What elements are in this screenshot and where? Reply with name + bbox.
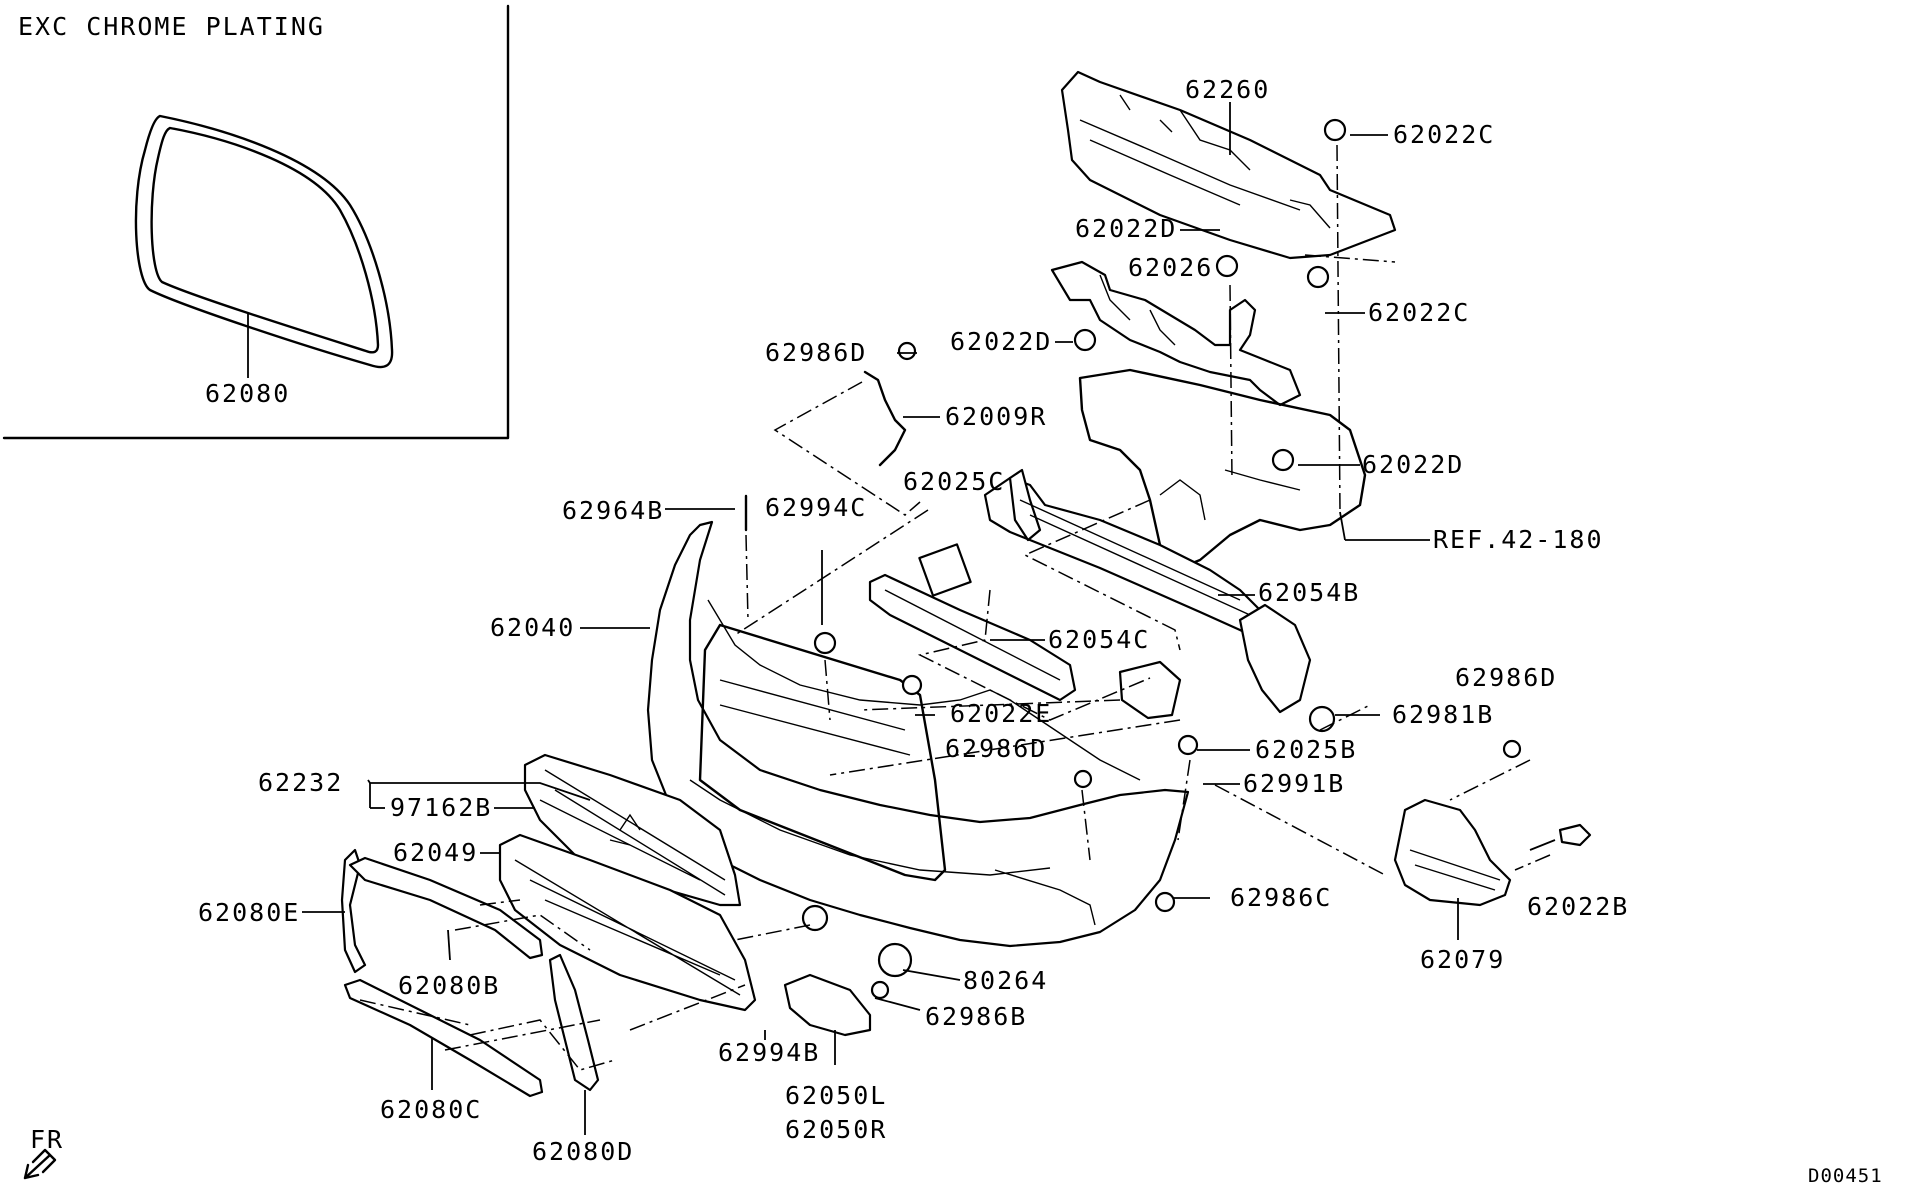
label-62040: 62040 — [490, 613, 575, 642]
inset-panel: EXC CHROME PLATING 62080 — [2, 4, 510, 440]
absorber-62025C — [918, 543, 972, 597]
label-62986B: 62986B — [925, 1002, 1027, 1031]
upper-shroud-62260 — [1060, 70, 1397, 260]
label-62054B: 62054B — [1258, 578, 1360, 607]
absorber-62025B — [1118, 660, 1182, 720]
label-62080B: 62080B — [398, 971, 500, 1000]
label-62080C: 62080C — [380, 1095, 482, 1124]
molding-62080B — [348, 856, 544, 960]
label-62050L: 62050L — [785, 1081, 887, 1110]
leader-lines — [302, 102, 1556, 1135]
label-62994B: 62994B — [718, 1038, 820, 1067]
side-bracket-62079 — [1393, 798, 1512, 907]
fr-arrow-icon — [23, 1148, 57, 1180]
label-62022C-b: 62022C — [1368, 298, 1470, 327]
front-orientation-marker: FR — [23, 1125, 64, 1180]
label-62022D-c: 62022D — [1362, 450, 1464, 479]
label-80264: 80264 — [963, 966, 1048, 995]
label-62986C: 62986C — [1230, 883, 1332, 912]
label-ref: REF.42-180 — [1433, 525, 1604, 554]
label-62025C: 62025C — [903, 467, 1005, 496]
reinforcement-62054C — [868, 573, 1077, 702]
drawing-id: D00451 — [1808, 1165, 1883, 1187]
lower-grille-62049 — [498, 833, 757, 1012]
inset-part-label: 62080 — [205, 379, 290, 408]
label-62080D: 62080D — [532, 1137, 634, 1166]
label-62009R: 62009R — [945, 402, 1047, 431]
label-62022D-b: 62022D — [950, 327, 1052, 356]
label-62022B: 62022B — [1527, 892, 1629, 921]
label-62054C: 62054C — [1048, 625, 1150, 654]
radiator-support-ref — [1078, 368, 1367, 572]
label-62080E: 62080E — [198, 898, 300, 927]
grille-62232 — [523, 753, 742, 907]
label-62964B: 62964B — [562, 496, 664, 525]
label-62994C: 62994C — [765, 493, 867, 522]
clip-62022B — [1558, 823, 1592, 847]
fog-bezel-62050 — [783, 973, 872, 1037]
label-62025B: 62025B — [1255, 735, 1357, 764]
label-62981B: 62981B — [1392, 700, 1494, 729]
label-62232: 62232 — [258, 768, 343, 797]
label-97162B: 97162B — [390, 793, 492, 822]
reinforcement-62054B — [983, 468, 1312, 714]
upper-bracket-62026 — [1050, 260, 1302, 407]
fr-label: FR — [30, 1125, 64, 1154]
brace-62009R — [863, 370, 907, 467]
fasteners — [744, 118, 1522, 1000]
label-62986D-a: 62986D — [765, 338, 867, 367]
molding-62080D — [548, 953, 600, 1092]
label-62050R: 62050R — [785, 1115, 887, 1144]
label-62079: 62079 — [1420, 945, 1505, 974]
front-bumper-62040 — [646, 520, 1190, 948]
molding-62080C — [343, 978, 544, 1098]
label-62022C-a: 62022C — [1393, 120, 1495, 149]
molding-62080E — [340, 848, 367, 974]
label-62022D-a: 62022D — [1075, 214, 1177, 243]
label-62049: 62049 — [393, 838, 478, 867]
label-62022E: 62022E — [950, 699, 1052, 728]
assembly-lines — [359, 144, 1551, 1071]
label-62026: 62026 — [1128, 253, 1213, 282]
label-62991B: 62991B — [1243, 769, 1345, 798]
grille-molding-drawing — [134, 114, 394, 369]
label-62986D-c: 62986D — [945, 734, 1047, 763]
label-62260: 62260 — [1185, 75, 1270, 104]
label-62986D-b: 62986D — [1455, 663, 1557, 692]
callout-labels: 62260 62022C 62022D 62026 62022C 62986D … — [198, 75, 1629, 1166]
inset-caption: EXC CHROME PLATING — [18, 12, 325, 41]
fog-lamp-80264 — [877, 942, 913, 978]
